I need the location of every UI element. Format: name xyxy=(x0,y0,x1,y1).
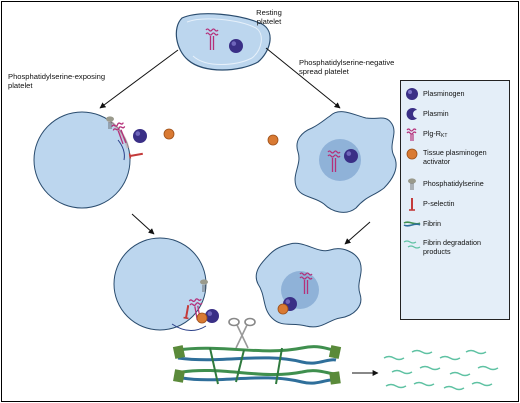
tpa-free-1 xyxy=(163,128,175,140)
phosphatidylserine-icon xyxy=(408,178,416,190)
p-selectin-icon xyxy=(409,198,415,211)
tpa-free-2 xyxy=(267,134,279,146)
ps-negative-spread-platelet-bottom xyxy=(255,242,362,328)
legend: Plasminogen Plasmin Plg-RKT Tissue plasm… xyxy=(400,80,510,320)
arrow-icon xyxy=(99,49,179,109)
ps-exposing-platelet-label: Phosphatidylserine-exposing platelet xyxy=(8,72,106,91)
resting-platelet-label: Resting platelet xyxy=(256,8,282,27)
arrow-icon xyxy=(265,47,341,109)
plg-rkt-label: Plg-R xyxy=(423,129,441,138)
plg-rkt-subscript: KT xyxy=(440,133,448,139)
plg-rkt-icon xyxy=(406,128,417,141)
arrow-icon xyxy=(344,221,371,245)
ps-negative-spread-platelet-top xyxy=(294,111,397,213)
plasmin-icon xyxy=(406,108,417,120)
ps-exposing-platelet-bottom xyxy=(113,237,219,331)
tpa-icon xyxy=(406,148,418,160)
fibrin-degradation-products-icon xyxy=(403,240,421,249)
resting-platelet xyxy=(175,13,271,71)
plasminogen-icon xyxy=(406,88,418,100)
scissors-icon xyxy=(228,317,256,349)
arrow-icon xyxy=(131,213,155,235)
ps-exposing-platelet-top xyxy=(33,111,147,209)
fibrin-degradation-products-icon xyxy=(383,349,499,391)
fibrin-icon xyxy=(172,345,342,385)
fibrin-icon xyxy=(403,221,421,227)
ps-negative-platelet-label: Phosphatidylserine-negative spread plate… xyxy=(299,58,395,77)
